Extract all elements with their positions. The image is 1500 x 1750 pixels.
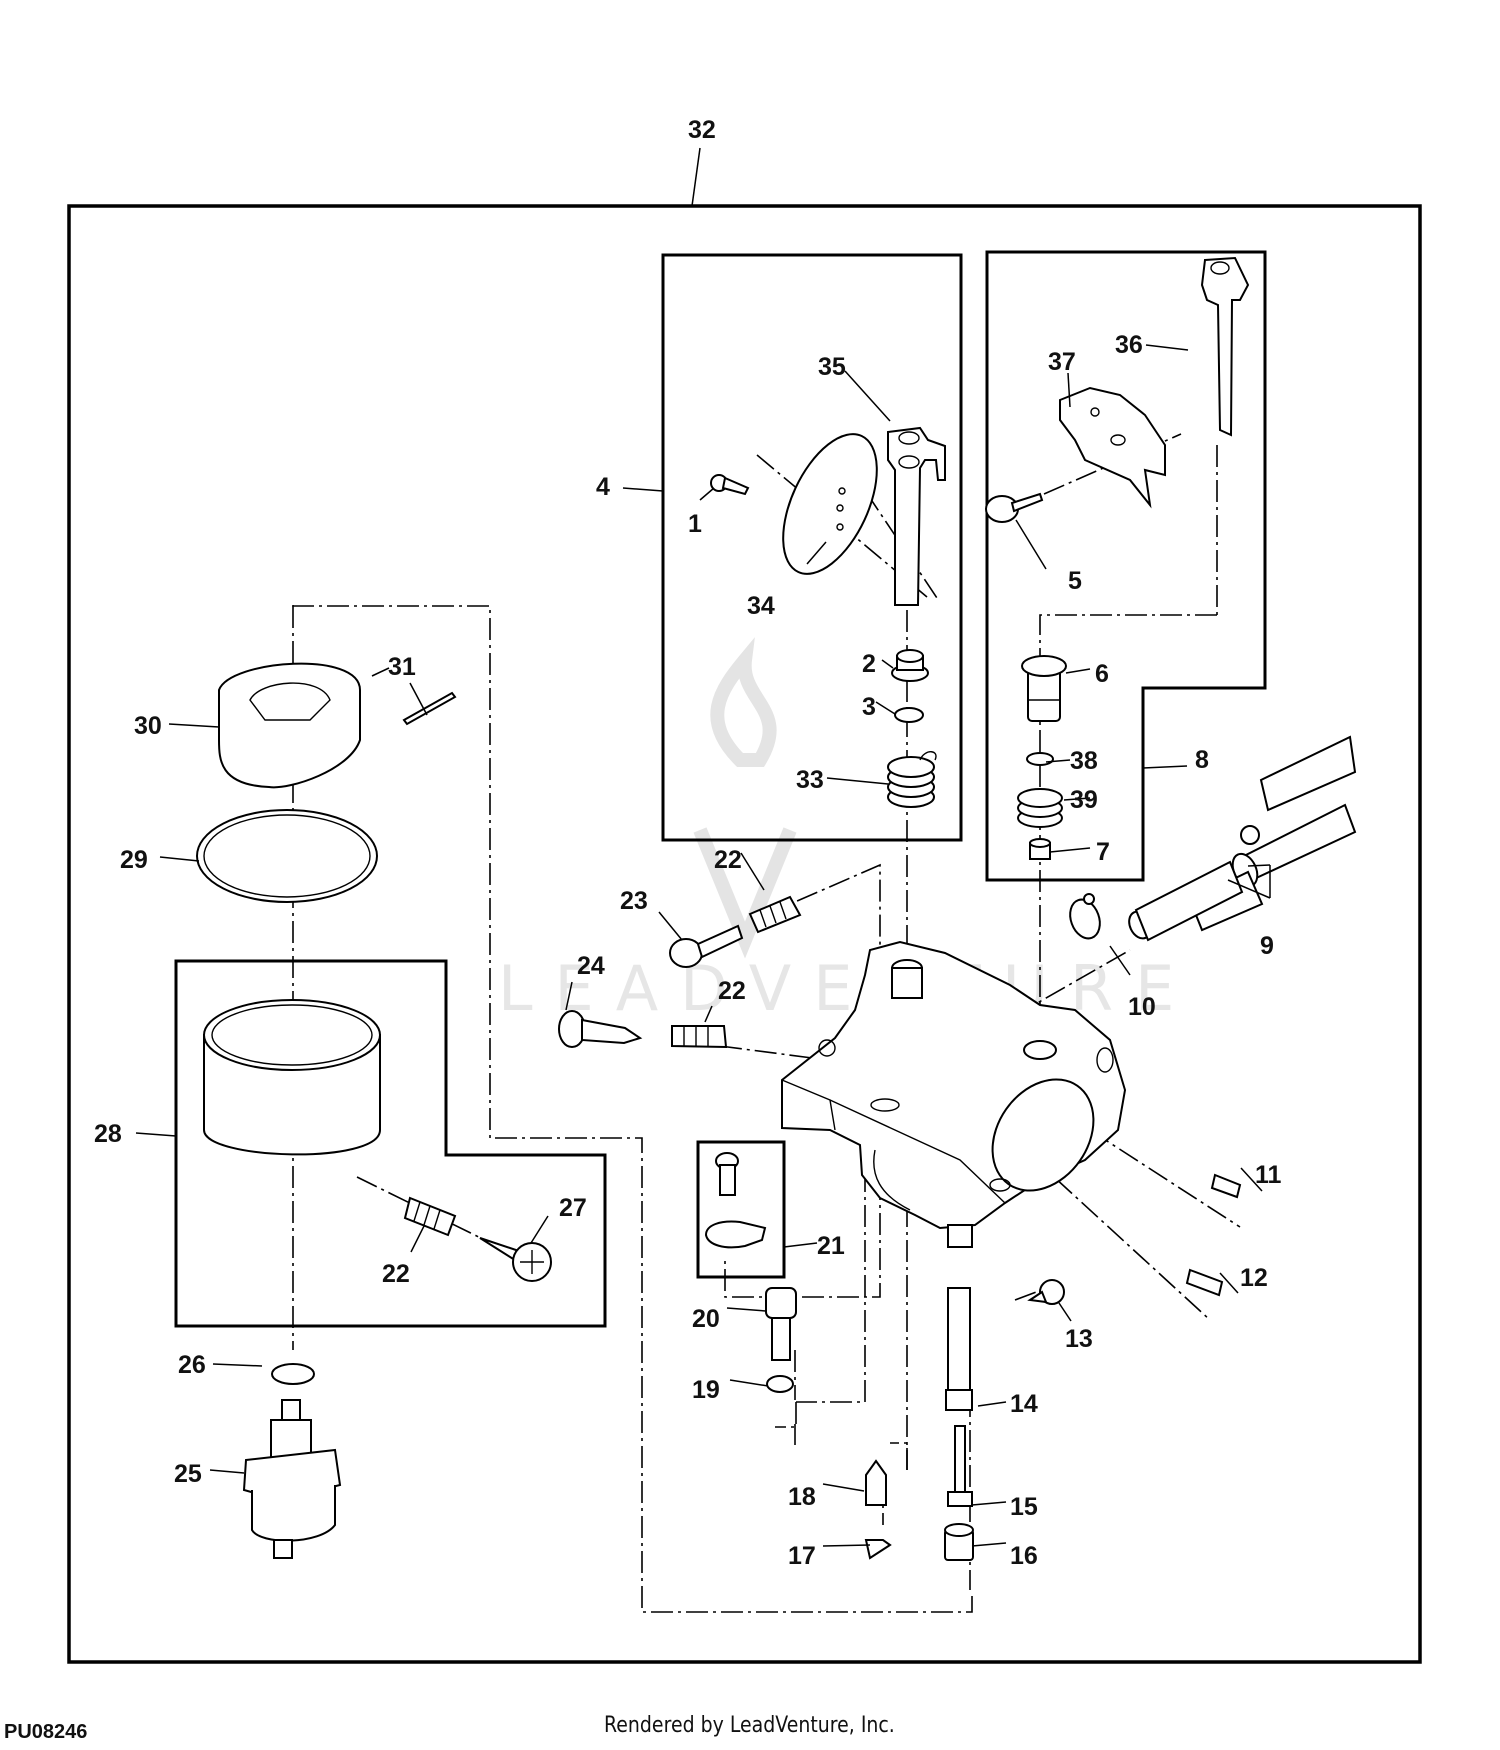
part-38-e-ring — [1026, 752, 1054, 766]
part-16-plug — [944, 1523, 974, 1561]
callout-4: 4 — [596, 473, 610, 501]
part-22-spring-c — [403, 1196, 457, 1237]
callout-11: 11 — [1255, 1161, 1282, 1189]
part-11-screw — [1210, 1173, 1242, 1199]
callout-9: 9 — [1260, 932, 1274, 960]
callout-24: 24 — [577, 952, 605, 980]
callout-6: 6 — [1095, 660, 1109, 688]
callout-16: 16 — [1010, 1542, 1038, 1570]
part-20-idle-screw — [765, 1287, 797, 1361]
callout-25: 25 — [174, 1460, 202, 1488]
watermark-flame-icon — [710, 637, 777, 767]
part-18-float-needle — [865, 1459, 887, 1506]
part-19-o-ring — [766, 1375, 794, 1393]
part-22-spring-b — [671, 1025, 728, 1049]
part-36-throttle-shaft — [1200, 256, 1250, 437]
part-6-plug — [1021, 655, 1067, 722]
part-35-choke-shaft — [887, 426, 946, 606]
part-21-screw-clip — [704, 1152, 767, 1249]
part-13-cap — [1027, 1279, 1065, 1305]
callout-31: 31 — [388, 653, 416, 681]
callout-13: 13 — [1065, 1325, 1093, 1353]
part-28-float-bowl — [203, 999, 381, 1156]
callout-7: 7 — [1096, 838, 1110, 866]
callout-2: 2 — [862, 650, 876, 678]
render-credit: Rendered by LeadVenture, Inc. — [604, 1713, 895, 1738]
leader-21 — [783, 1242, 818, 1248]
callout-3: 3 — [862, 693, 876, 721]
part-34-choke-plate — [782, 433, 878, 575]
callout-22-c: 22 — [382, 1260, 410, 1288]
callout-35: 35 — [818, 353, 846, 381]
subassembly-box-8 — [985, 250, 1267, 882]
figure-id: PU08246 — [4, 1721, 88, 1743]
part-26-washer — [271, 1363, 315, 1385]
part-27-screw — [479, 1237, 552, 1282]
callout-39: 39 — [1070, 786, 1098, 814]
part-3-washer — [894, 707, 924, 723]
callout-15: 15 — [1010, 1493, 1038, 1521]
callout-labels: 1 2 3 4 5 6 7 8 9 10 11 12 13 14 15 16 1… — [94, 116, 1282, 1570]
callout-22-b: 22 — [718, 977, 746, 1005]
callout-12: 12 — [1240, 1264, 1268, 1292]
part-12-screw — [1185, 1268, 1224, 1297]
part-10-clamp — [1069, 893, 1101, 940]
callout-32: 32 — [688, 116, 716, 144]
callout-21: 21 — [817, 1232, 845, 1260]
callout-8: 8 — [1195, 746, 1209, 774]
part-22-spring-a — [748, 895, 802, 934]
callout-19: 19 — [692, 1376, 720, 1404]
part-25-fuel-solenoid — [242, 1399, 342, 1559]
callout-23: 23 — [620, 887, 648, 915]
subassembly-box-4 — [661, 253, 963, 842]
assembly-frame-32 — [67, 204, 1422, 1664]
part-7-bushing — [1029, 838, 1051, 860]
callout-30: 30 — [134, 712, 162, 740]
callout-38: 38 — [1070, 747, 1098, 775]
callout-20: 20 — [692, 1305, 720, 1333]
part-37-throttle-plate — [1059, 386, 1166, 509]
subassembly-box-28 — [174, 959, 607, 1328]
callout-36: 36 — [1115, 331, 1143, 359]
callout-22-a: 22 — [714, 846, 742, 874]
callout-37: 37 — [1048, 348, 1076, 376]
leader-4 — [622, 487, 664, 492]
part-39-spring — [1017, 788, 1063, 828]
part-30-solenoid-cover — [218, 662, 361, 789]
watermark-v-logo-icon — [693, 827, 797, 959]
callout-1: 1 — [688, 510, 702, 538]
callout-18: 18 — [788, 1483, 816, 1511]
leader-28 — [135, 1132, 177, 1137]
leader-32 — [691, 147, 701, 207]
subassembly-box-21 — [696, 1140, 786, 1279]
leader-lines — [159, 344, 1263, 1547]
callout-33: 33 — [796, 766, 824, 794]
callout-5: 5 — [1068, 567, 1082, 595]
callout-10: 10 — [1128, 993, 1156, 1021]
part-33-spring — [887, 751, 937, 808]
part-23-screw — [669, 924, 744, 968]
part-2-bushing — [891, 649, 929, 682]
callout-34: 34 — [747, 592, 775, 620]
callout-28: 28 — [94, 1120, 122, 1148]
part-17-clip — [864, 1539, 892, 1560]
part-5-screw — [985, 492, 1044, 523]
callout-27: 27 — [559, 1194, 587, 1222]
leader-8 — [1142, 765, 1188, 769]
part-14-emulsion-tube — [945, 1287, 973, 1411]
callout-17: 17 — [788, 1542, 816, 1570]
callout-26: 26 — [178, 1351, 206, 1379]
callout-29: 29 — [120, 846, 148, 874]
part-24-screw — [558, 1010, 643, 1048]
part-9-hoses — [1128, 735, 1357, 942]
part-carburetor-body — [781, 940, 1127, 1248]
part-15-main-jet — [947, 1425, 973, 1507]
callout-14: 14 — [1010, 1390, 1038, 1418]
part-31-pin — [402, 691, 457, 726]
part-29-gasket — [196, 809, 378, 903]
part-1-screw — [710, 474, 750, 496]
